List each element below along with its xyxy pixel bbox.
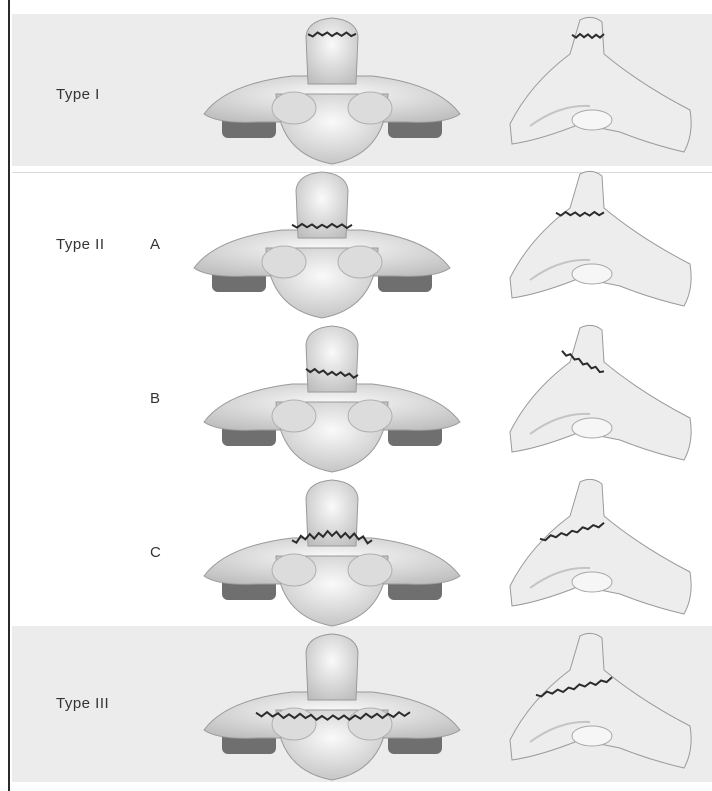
dens <box>296 172 348 238</box>
type2-label: Type II <box>56 236 105 253</box>
type3-label: Type III <box>56 695 109 712</box>
type2c-front-view <box>196 476 468 631</box>
axis-side-profile <box>510 171 691 306</box>
type3-front-view <box>196 630 468 785</box>
type2a-front-view <box>186 168 458 323</box>
facet-right <box>348 708 392 740</box>
type2c-sublabel: C <box>150 544 161 561</box>
facet-left <box>272 92 316 124</box>
type1-side-view <box>500 14 700 169</box>
type2a-side-view <box>500 168 700 323</box>
type1-front-view <box>196 14 468 169</box>
facet-left <box>272 400 316 432</box>
facet-right <box>348 92 392 124</box>
facet-right <box>338 246 382 278</box>
facet-right <box>348 554 392 586</box>
axis-side-profile <box>510 633 691 768</box>
left-frame-line <box>8 0 10 791</box>
type2b-front-view <box>196 322 468 477</box>
transverse-foramen <box>572 572 612 592</box>
transverse-foramen <box>572 418 612 438</box>
transverse-foramen <box>572 264 612 284</box>
transverse-foramen <box>572 726 612 746</box>
axis-side-profile <box>510 479 691 614</box>
dens <box>306 634 358 700</box>
type2a-sublabel: A <box>150 236 160 253</box>
type1-label: Type I <box>56 86 100 103</box>
facet-right <box>348 400 392 432</box>
type3-side-view <box>500 630 700 785</box>
type2b-sublabel: B <box>150 390 160 407</box>
facet-left <box>262 246 306 278</box>
transverse-foramen <box>572 110 612 130</box>
dens <box>306 18 358 84</box>
facet-left <box>272 554 316 586</box>
type2c-side-view <box>500 476 700 631</box>
dens <box>306 326 358 392</box>
axis-side-profile <box>510 325 691 460</box>
type2b-side-view <box>500 322 700 477</box>
